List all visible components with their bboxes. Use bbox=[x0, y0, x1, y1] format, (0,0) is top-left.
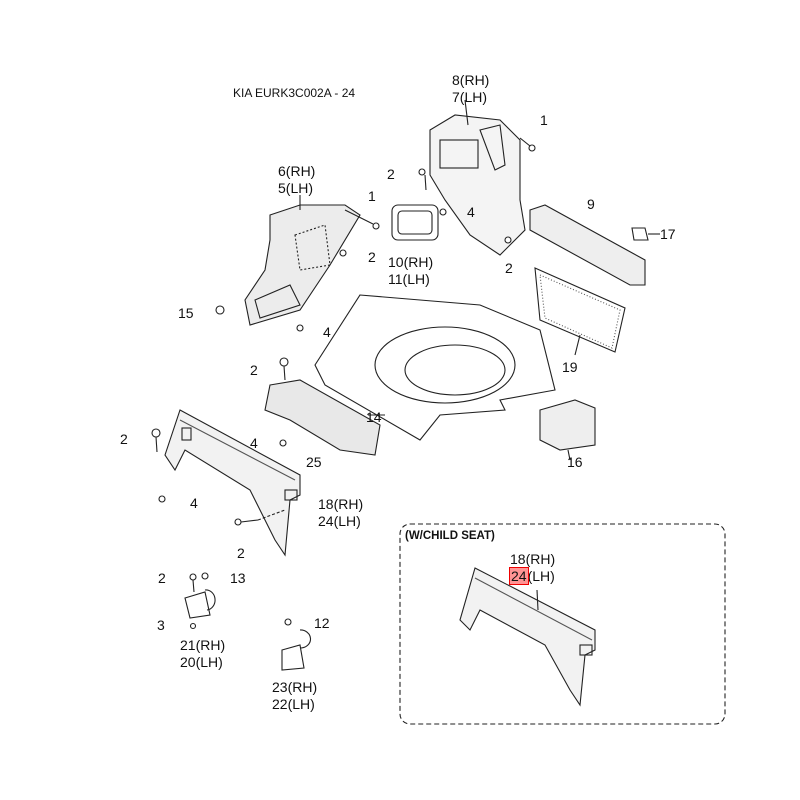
callout-22-lh[interactable]: 22(LH) bbox=[272, 696, 315, 712]
callout-4[interactable]: 4 bbox=[250, 435, 258, 451]
callout-number: 11 bbox=[388, 271, 403, 287]
callout-18-rh[interactable]: 18(RH) bbox=[318, 496, 363, 512]
callout-number: 21 bbox=[180, 637, 196, 653]
callout-8-rh[interactable]: 8(RH) bbox=[452, 72, 489, 88]
callout-2[interactable]: 2 bbox=[387, 166, 395, 182]
callout-side: (RH) bbox=[195, 637, 226, 653]
callout-side: (RH) bbox=[285, 163, 316, 179]
callout-side: (LH) bbox=[195, 654, 223, 670]
callout-side: (RH) bbox=[403, 254, 434, 270]
callout-19[interactable]: 19 bbox=[562, 359, 578, 375]
callout-10-rh[interactable]: 10(RH) bbox=[388, 254, 433, 270]
callout-2[interactable]: 2 bbox=[237, 545, 245, 561]
callout-12[interactable]: 12 bbox=[314, 615, 330, 631]
callout-number: 5 bbox=[278, 180, 286, 196]
callout-14[interactable]: 14 bbox=[366, 409, 382, 425]
callout-23-rh[interactable]: 23(RH) bbox=[272, 679, 317, 695]
part-luggage-side-trim bbox=[164, 409, 301, 557]
callout-number: 6 bbox=[278, 163, 286, 179]
callout-number: 8 bbox=[452, 72, 460, 88]
callout-2[interactable]: 2 bbox=[120, 431, 128, 447]
callout-20-lh[interactable]: 20(LH) bbox=[180, 654, 223, 670]
inset-frame bbox=[399, 523, 726, 725]
callout-24-lh[interactable]: 24(LH) bbox=[318, 513, 361, 529]
callout-side: (RH) bbox=[333, 496, 364, 512]
diagram-title: KIA EURK3C002A - 24 bbox=[233, 86, 356, 100]
callout-2[interactable]: 2 bbox=[368, 249, 376, 265]
callout-side: (LH) bbox=[402, 271, 430, 287]
callout-9[interactable]: 9 bbox=[587, 196, 595, 212]
part-cover bbox=[529, 204, 646, 286]
callout-side: (LH) bbox=[285, 180, 314, 196]
callout-side: (RH) bbox=[525, 551, 556, 567]
callout-side: (LH) bbox=[527, 568, 555, 584]
callout-7-lh[interactable]: 7(LH) bbox=[452, 89, 487, 105]
callout-side: (LH) bbox=[459, 89, 488, 105]
part-clip bbox=[631, 227, 649, 241]
callout-21-rh[interactable]: 21(RH) bbox=[180, 637, 225, 653]
callout-1[interactable]: 1 bbox=[368, 188, 376, 204]
inset-callout-18-rh[interactable]: 18(RH) bbox=[510, 551, 555, 567]
part-bracket-rh bbox=[184, 591, 211, 619]
part-rear-side-trim-upper bbox=[429, 99, 526, 256]
callout-2[interactable]: 2 bbox=[505, 260, 513, 276]
callout-15[interactable]: 15 bbox=[178, 305, 194, 321]
callout-16[interactable]: 16 bbox=[567, 454, 583, 470]
callout-number: 24 bbox=[318, 513, 334, 529]
callout-number: 23 bbox=[272, 679, 288, 695]
part-grommet bbox=[391, 204, 439, 241]
callout-1[interactable]: 1 bbox=[540, 112, 548, 128]
fasteners bbox=[151, 137, 536, 630]
part-bracket-lower bbox=[281, 644, 305, 671]
inset-callout-24-lh[interactable]: 24(LH) bbox=[509, 567, 555, 585]
callout-side: (LH) bbox=[333, 513, 361, 529]
callout-number: 22 bbox=[272, 696, 288, 712]
callout-3[interactable]: 3 bbox=[157, 617, 165, 633]
callout-11-lh[interactable]: 11(LH) bbox=[388, 271, 430, 287]
callout-4[interactable]: 4 bbox=[467, 204, 475, 220]
callout-number: 7 bbox=[452, 89, 460, 105]
callout-17[interactable]: 17 bbox=[660, 226, 676, 242]
inset-label: (W/CHILD SEAT) bbox=[405, 530, 495, 542]
callout-side: (RH) bbox=[459, 72, 490, 88]
callout-number: 20 bbox=[180, 654, 196, 670]
part-luggage-net bbox=[534, 267, 626, 356]
callout-6-rh[interactable]: 6(RH) bbox=[278, 163, 315, 179]
callout-25[interactable]: 25 bbox=[306, 454, 322, 470]
callout-2[interactable]: 2 bbox=[158, 570, 166, 586]
callout-number: 10 bbox=[388, 254, 404, 270]
inset-part-luggage-side-trim bbox=[459, 567, 596, 707]
callout-number: 18 bbox=[318, 496, 334, 512]
callout-13[interactable]: 13 bbox=[230, 570, 246, 586]
part-storage-box bbox=[539, 399, 596, 451]
callout-side: (RH) bbox=[287, 679, 318, 695]
callout-4[interactable]: 4 bbox=[190, 495, 198, 511]
part-luggage-floor-covering bbox=[314, 294, 556, 441]
callout-2[interactable]: 2 bbox=[250, 362, 258, 378]
highlighted-callout-number[interactable]: 24 bbox=[509, 567, 529, 585]
callout-4[interactable]: 4 bbox=[323, 324, 331, 340]
part-side-trim-lh bbox=[244, 195, 361, 326]
callout-side: (LH) bbox=[287, 696, 315, 712]
callout-5-lh[interactable]: 5(LH) bbox=[278, 180, 313, 196]
part-foam-pad bbox=[264, 379, 381, 456]
callout-number: 18 bbox=[510, 551, 526, 567]
